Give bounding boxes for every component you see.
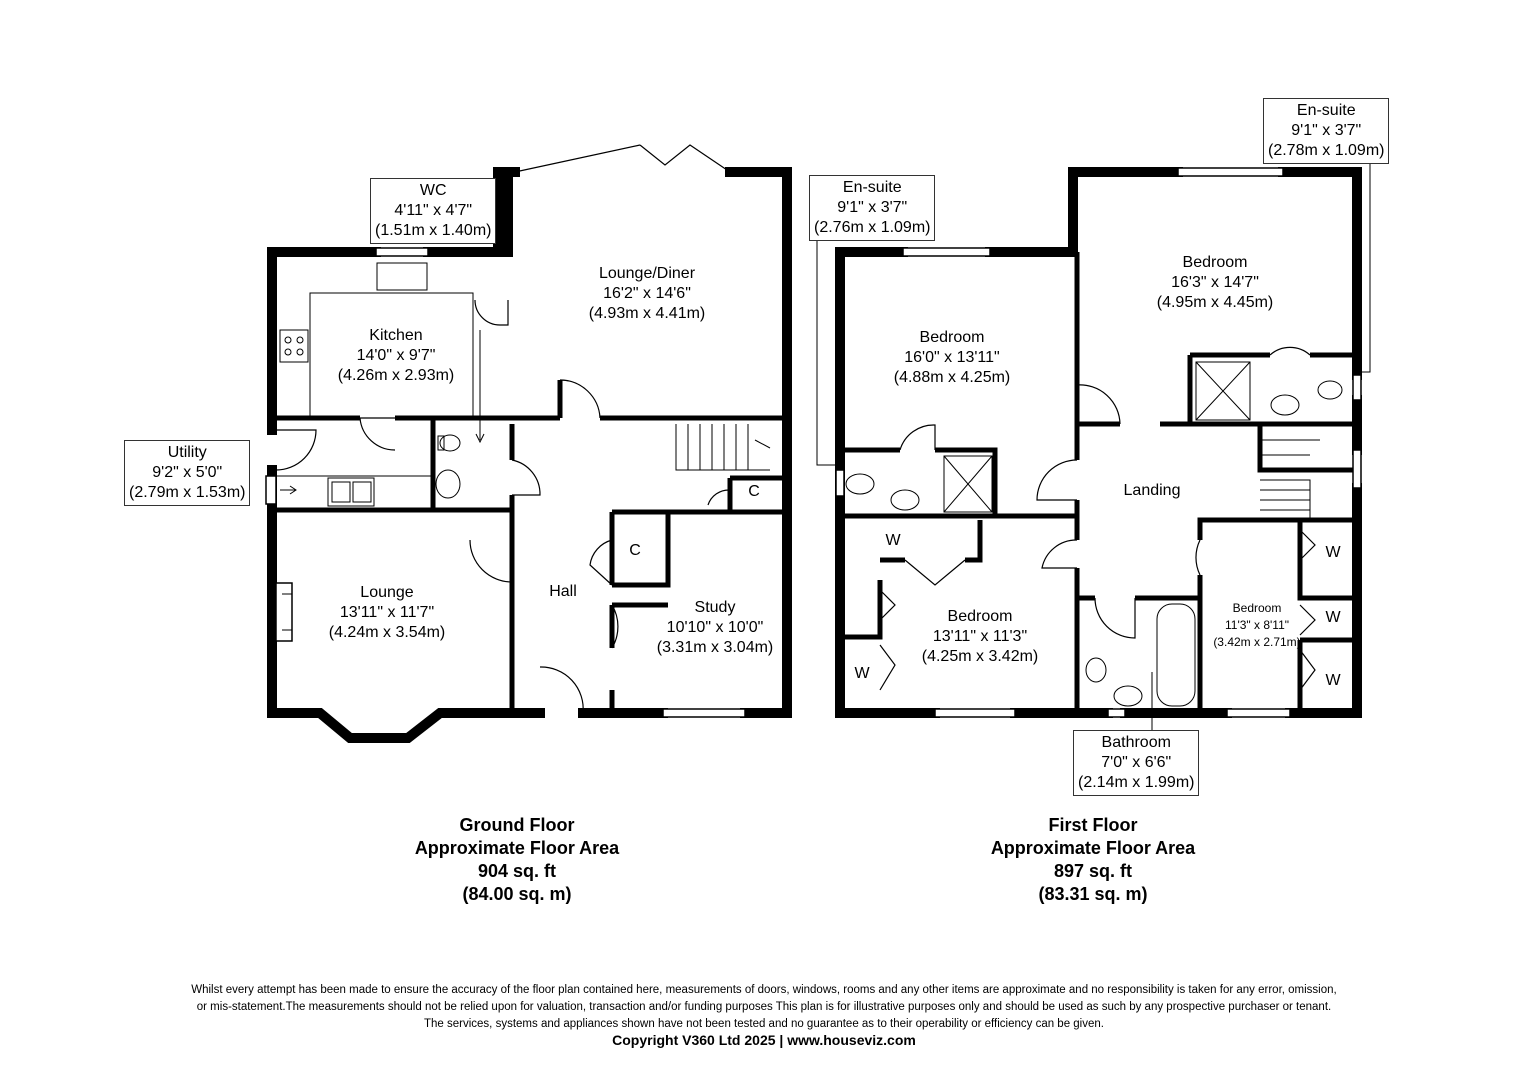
- lounge-imperial: 13'11" x 11'7": [339, 604, 435, 621]
- bathroom-imperial: 7'0" x 6'6": [1101, 754, 1172, 771]
- ensuite-left-imperial: 9'1" x 3'7": [837, 199, 908, 216]
- bedroom-1-label: Bedroom 16'0" x 13'11" (4.88m x 4.25m): [894, 328, 1010, 388]
- study-imperial: 10'10" x 10'0": [666, 619, 764, 636]
- hall-name: Hall: [549, 583, 577, 600]
- first-floor-summary: First Floor Approximate Floor Area 897 s…: [991, 814, 1195, 906]
- disclaimer-line: Whilst every attempt has been made to en…: [191, 984, 1337, 996]
- first-floor-area-sqft: 897 sq. ft: [1053, 861, 1133, 881]
- bathroom-name: Bathroom: [1101, 734, 1171, 751]
- lounge-diner-label: Lounge/Diner 16'2" x 14'6" (4.93m x 4.41…: [589, 264, 705, 324]
- disclaimer-line: The services, systems and appliances sho…: [424, 1018, 1104, 1030]
- bedroom-1-name: Bedroom: [919, 329, 985, 346]
- first-floor-area-label: Approximate Floor Area: [990, 838, 1196, 858]
- cupboard-label: C: [629, 542, 641, 559]
- ensuite-right-name: En-suite: [1296, 102, 1356, 119]
- study-label: Study 10'10" x 10'0" (3.31m x 3.04m): [657, 598, 773, 658]
- wardrobe-label: W: [854, 665, 870, 682]
- ensuite-right-label: En-suite 9'1" x 3'7" (2.78m x 1.09m): [1263, 98, 1390, 164]
- ensuite-left-metric: (2.76m x 1.09m): [814, 219, 931, 236]
- bedroom-4-metric: (3.42m x 2.71m): [1213, 635, 1301, 649]
- ground-floor-title: Ground Floor: [459, 815, 575, 835]
- bedroom-3-imperial: 13'11" x 11'3": [932, 628, 1028, 645]
- first-floor-plan: [816, 158, 1371, 740]
- lounge-diner-name: Lounge/Diner: [598, 265, 696, 282]
- bedroom-4-imperial: 11'3" x 8'11": [1224, 618, 1290, 632]
- wardrobe-label: W: [1325, 544, 1341, 561]
- ground-floor-area-label: Approximate Floor Area: [414, 838, 620, 858]
- ensuite-left-label: En-suite 9'1" x 3'7" (2.76m x 1.09m): [809, 175, 936, 241]
- bedroom-2-imperial: 16'3" x 14'7": [1171, 274, 1259, 291]
- lounge-label: Lounge 13'11" x 11'7" (4.24m x 3.54m): [329, 583, 445, 643]
- utility-metric: (2.79m x 1.53m): [129, 484, 246, 501]
- wc-name: WC: [419, 182, 447, 199]
- ensuite-right-imperial: 9'1" x 3'7": [1291, 122, 1362, 139]
- first-floor-title: First Floor: [1048, 815, 1138, 835]
- bedroom-1-metric: (4.88m x 4.25m): [893, 369, 1011, 386]
- wardrobe-label: W: [1325, 672, 1341, 689]
- bedroom-3-name: Bedroom: [947, 608, 1013, 625]
- disclaimer: Whilst every attempt has been made to en…: [0, 982, 1528, 1033]
- lounge-diner-metric: (4.93m x 4.41m): [588, 305, 706, 322]
- kitchen-metric: (4.26m x 2.93m): [337, 367, 455, 384]
- utility-label: Utility 9'2" x 5'0" (2.79m x 1.53m): [124, 440, 251, 506]
- lounge-diner-imperial: 16'2" x 14'6": [603, 285, 691, 302]
- landing-name: Landing: [1123, 482, 1181, 499]
- ensuite-left-name: En-suite: [842, 179, 902, 196]
- wc-imperial: 4'11" x 4'7": [394, 202, 473, 219]
- bedroom-2-label: Bedroom 16'3" x 14'7" (4.95m x 4.45m): [1157, 253, 1273, 313]
- bedroom-4-name: Bedroom: [1232, 601, 1282, 615]
- bathroom-label: Bathroom 7'0" x 6'6" (2.14m x 1.99m): [1073, 730, 1200, 796]
- bedroom-3-metric: (4.25m x 3.42m): [921, 648, 1039, 665]
- hall-label: Hall: [549, 582, 577, 602]
- landing-label: Landing: [1124, 481, 1181, 501]
- study-name: Study: [694, 599, 736, 616]
- wardrobe-label: W: [885, 532, 901, 549]
- bedroom-2-name: Bedroom: [1182, 254, 1248, 271]
- ground-floor-area-sqm: (84.00 sq. m): [462, 884, 572, 904]
- ground-floor-summary: Ground Floor Approximate Floor Area 904 …: [415, 814, 619, 906]
- ground-floor-plan: [265, 144, 792, 743]
- kitchen-name: Kitchen: [369, 327, 423, 344]
- utility-name: Utility: [167, 444, 207, 461]
- wardrobe-label: W: [1325, 609, 1341, 626]
- cupboard-label: C: [748, 483, 760, 500]
- utility-imperial: 9'2" x 5'0": [152, 464, 223, 481]
- wc-label: WC 4'11" x 4'7" (1.51m x 1.40m): [370, 178, 497, 244]
- ensuite-right-metric: (2.78m x 1.09m): [1268, 142, 1385, 159]
- copyright: Copyright V360 Ltd 2025 | www.houseviz.c…: [612, 1032, 916, 1048]
- study-metric: (3.31m x 3.04m): [656, 639, 774, 656]
- lounge-metric: (4.24m x 3.54m): [328, 624, 446, 641]
- lounge-name: Lounge: [360, 584, 414, 601]
- ground-floor-area-sqft: 904 sq. ft: [477, 861, 557, 881]
- bedroom-4-label: Bedroom 11'3" x 8'11" (3.42m x 2.71m): [1213, 600, 1300, 651]
- bedroom-3-label: Bedroom 13'11" x 11'3" (4.25m x 3.42m): [922, 607, 1038, 667]
- first-floor-area-sqm: (83.31 sq. m): [1038, 884, 1148, 904]
- bedroom-1-imperial: 16'0" x 13'11": [904, 349, 1000, 366]
- wc-metric: (1.51m x 1.40m): [375, 222, 492, 239]
- disclaimer-line: or mis-statement.The measurements should…: [196, 1001, 1332, 1013]
- bedroom-2-metric: (4.95m x 4.45m): [1156, 294, 1274, 311]
- kitchen-label: Kitchen 14'0" x 9'7" (4.26m x 2.93m): [338, 326, 454, 386]
- kitchen-imperial: 14'0" x 9'7": [356, 347, 436, 364]
- bathroom-metric: (2.14m x 1.99m): [1078, 774, 1195, 791]
